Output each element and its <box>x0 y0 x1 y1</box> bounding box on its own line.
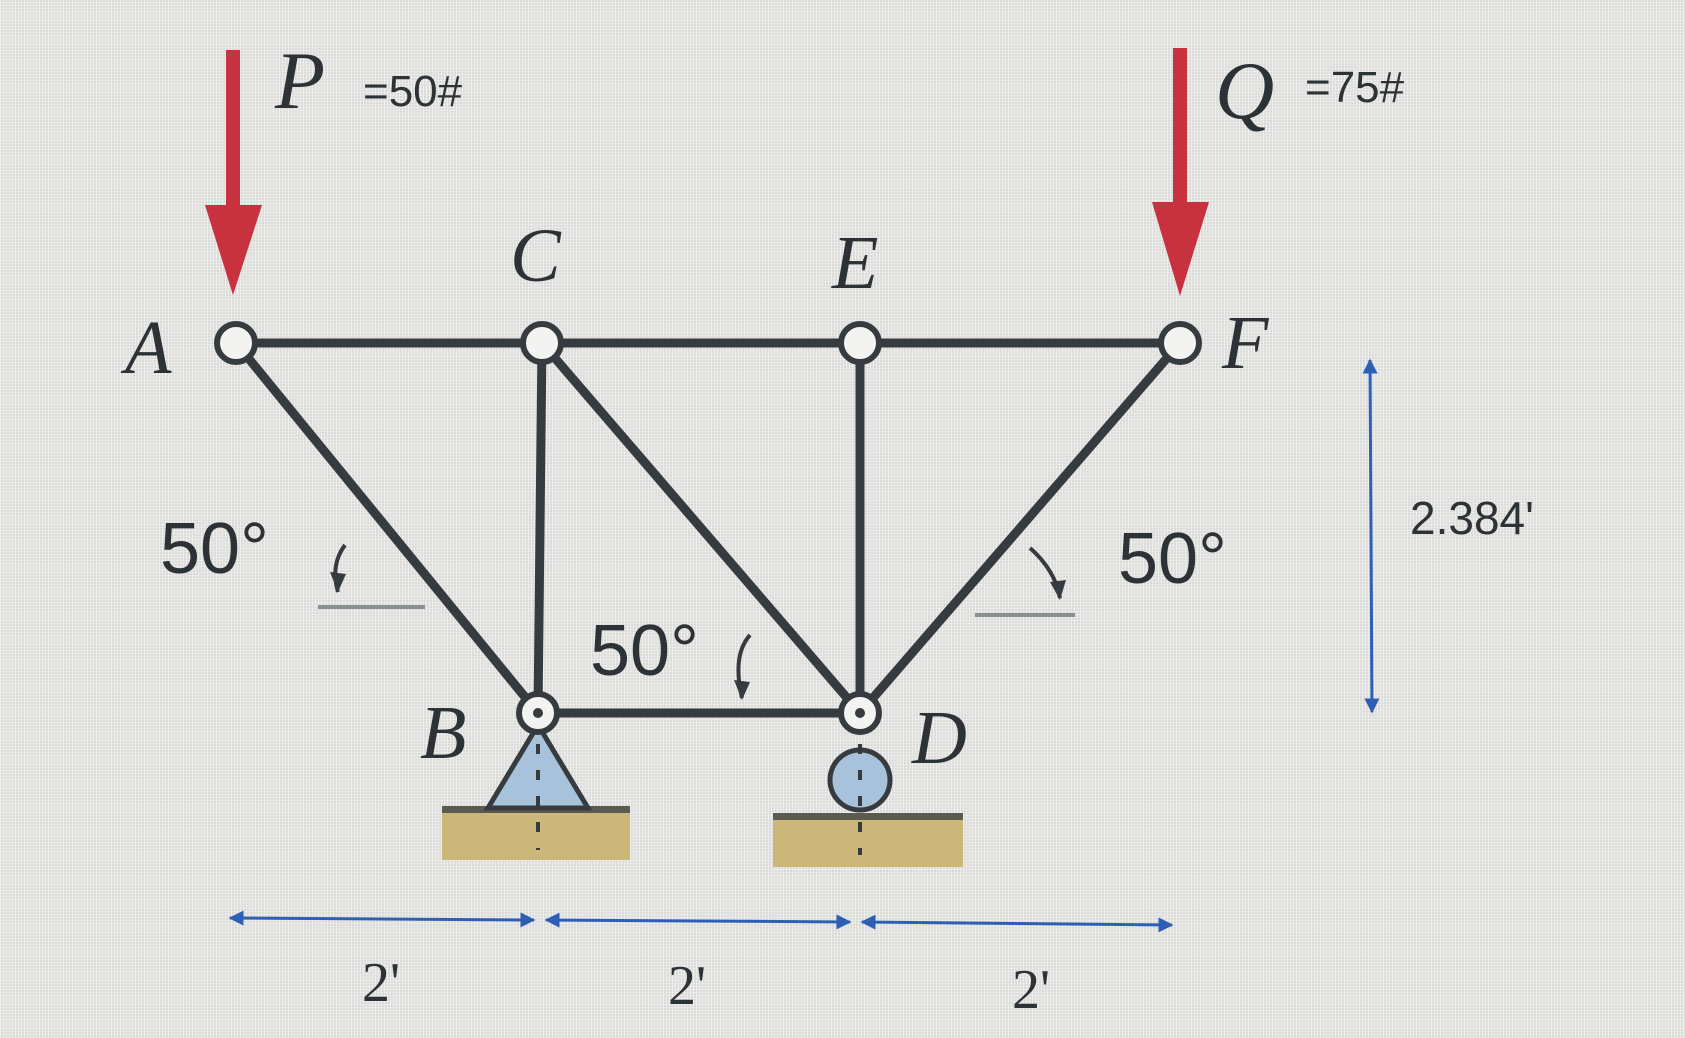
load-q-value: =75# <box>1305 63 1405 112</box>
angle-label-df: 50° <box>1118 519 1227 599</box>
load-arrow-p <box>205 50 262 295</box>
joint-e <box>838 321 882 365</box>
ground-under-b <box>442 806 630 860</box>
angle-label-cd: 50° <box>590 611 699 691</box>
joint-label-f: F <box>1222 301 1269 385</box>
height-dimension-line <box>1362 358 1380 714</box>
member-ab <box>231 338 543 718</box>
load-arrow-q <box>1152 48 1209 296</box>
joint-c <box>520 321 564 365</box>
angle-label-ab: 50° <box>160 509 269 589</box>
angle-reference-lines <box>318 605 1075 617</box>
joint-a <box>214 321 258 365</box>
joint-label-d: D <box>912 696 967 780</box>
span-dimension-lines <box>228 910 1174 933</box>
span-label-1: 2' <box>362 952 401 1014</box>
joint-label-c: C <box>510 214 561 298</box>
member-bc <box>533 338 547 718</box>
joint-label-a: A <box>125 306 172 390</box>
member-cd <box>537 338 865 718</box>
joint-label-e: E <box>832 221 879 305</box>
load-q-symbol: Q <box>1215 45 1275 136</box>
load-p-value: =50# <box>363 67 463 116</box>
truss-joints <box>214 321 1202 735</box>
ground-under-d <box>773 813 963 867</box>
member-df <box>855 338 1185 718</box>
truss-members <box>231 338 1185 718</box>
load-p-symbol: P <box>275 35 326 126</box>
joint-label-b: B <box>420 691 467 775</box>
pin-support-icon <box>483 720 593 811</box>
span-label-2: 2' <box>668 955 707 1017</box>
height-dimension-label: 2.384' <box>1410 492 1534 544</box>
span-label-3: 2' <box>1012 959 1051 1021</box>
joint-f <box>1158 321 1202 365</box>
